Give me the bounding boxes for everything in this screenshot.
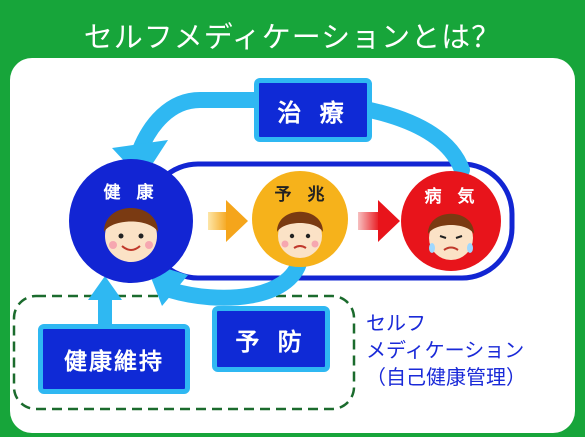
sign-label: 予 兆 xyxy=(274,185,330,205)
progress-arrow-orange xyxy=(208,200,248,242)
prevention-arc-arrow xyxy=(162,252,308,306)
progress-arrow-red xyxy=(358,200,400,242)
caption-line-2: メディケーション xyxy=(366,338,525,362)
worried-face-icon xyxy=(277,211,323,258)
self-medication-caption: セルフ メディケーション （自己健康管理） xyxy=(366,310,576,391)
caption-line-1: セルフ xyxy=(366,311,426,335)
slide-title: セルフメディケーションとは？ xyxy=(83,20,502,54)
illness-label: 病 気 xyxy=(424,187,480,207)
prevention-box: 予 防 xyxy=(212,306,330,372)
caption-line-3: （自己健康管理） xyxy=(366,365,526,389)
maintenance-box: 健康維持 xyxy=(38,324,190,394)
crying-face-icon xyxy=(428,213,474,260)
treatment-box: 治 療 xyxy=(254,78,372,142)
maintenance-arrowhead xyxy=(88,276,122,300)
health-label: 健 康 xyxy=(103,183,159,203)
smiling-face-icon xyxy=(104,208,158,262)
